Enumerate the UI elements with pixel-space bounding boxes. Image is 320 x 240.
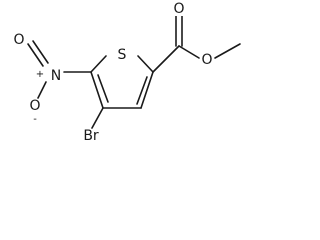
bond-n-o-top-b xyxy=(32,40,49,64)
sulfur-atom-label: S xyxy=(118,47,127,63)
bond-c2-c3 xyxy=(140,71,154,109)
ester-group xyxy=(152,13,241,73)
ester-oxygen-label: O xyxy=(201,52,212,68)
nitrogen-positive-charge: + xyxy=(36,69,44,80)
bond-c4-c5 xyxy=(90,71,104,109)
carbonyl-oxygen-label: O xyxy=(173,1,184,17)
thiophene-ring xyxy=(90,55,154,109)
nitro-oxygen-bottom-label: O xyxy=(29,98,40,114)
bond-c5-s xyxy=(90,55,107,73)
bond-o-methyl xyxy=(214,43,241,59)
bond-s-c2 xyxy=(137,55,154,73)
bond-n-o-top-a xyxy=(27,43,44,67)
bond-c2-c3-inner xyxy=(136,76,148,105)
oxygen-negative-charge: - xyxy=(33,114,37,125)
molecule-structure: S O O N + O O - Br xyxy=(13,0,241,144)
bond-n-o-bottom xyxy=(37,81,47,99)
bond-carbonyl-o xyxy=(178,45,200,59)
nitro-nitrogen-label: N xyxy=(51,68,61,84)
bond-c2-carbonyl xyxy=(152,45,180,73)
nitro-oxygen-top-label: O xyxy=(13,32,24,48)
bromine-atom-label: Br xyxy=(83,128,99,144)
bond-c3-br xyxy=(91,107,104,129)
bond-c4-c5-inner xyxy=(97,74,109,103)
nitro-group xyxy=(27,40,92,99)
